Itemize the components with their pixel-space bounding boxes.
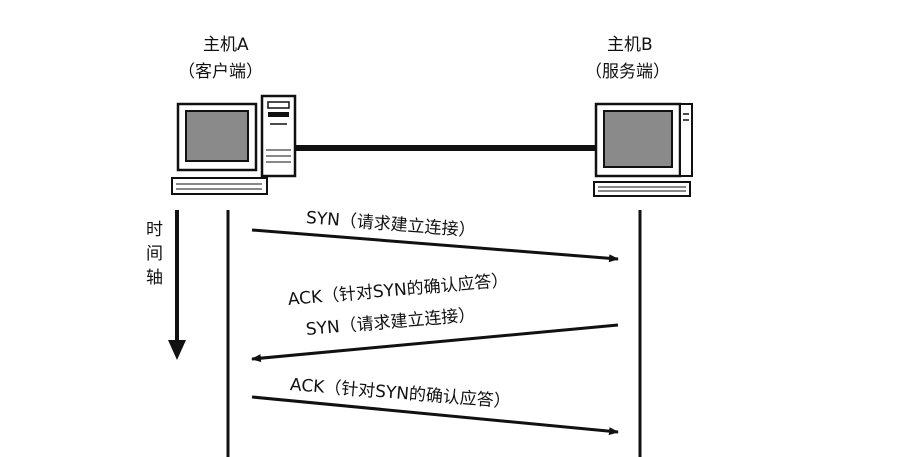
host-a-role: （客户端） [178,62,263,82]
message-arrow-1 [251,228,619,263]
host-a-computer-icon [171,94,297,195]
host-b-role: （服务端） [585,62,670,82]
host-b-computer-icon [593,102,693,197]
time-axis-arrow [168,210,186,360]
time-axis-char-2: 间 [146,244,163,264]
host-a-name: 主机A [203,35,249,55]
message-arrow-3 [251,395,619,436]
host-b-name: 主机B [607,35,653,55]
time-axis-char-3: 轴 [146,268,163,288]
time-axis-char-1: 时 [146,220,163,240]
message-arrow-2 [251,323,619,363]
